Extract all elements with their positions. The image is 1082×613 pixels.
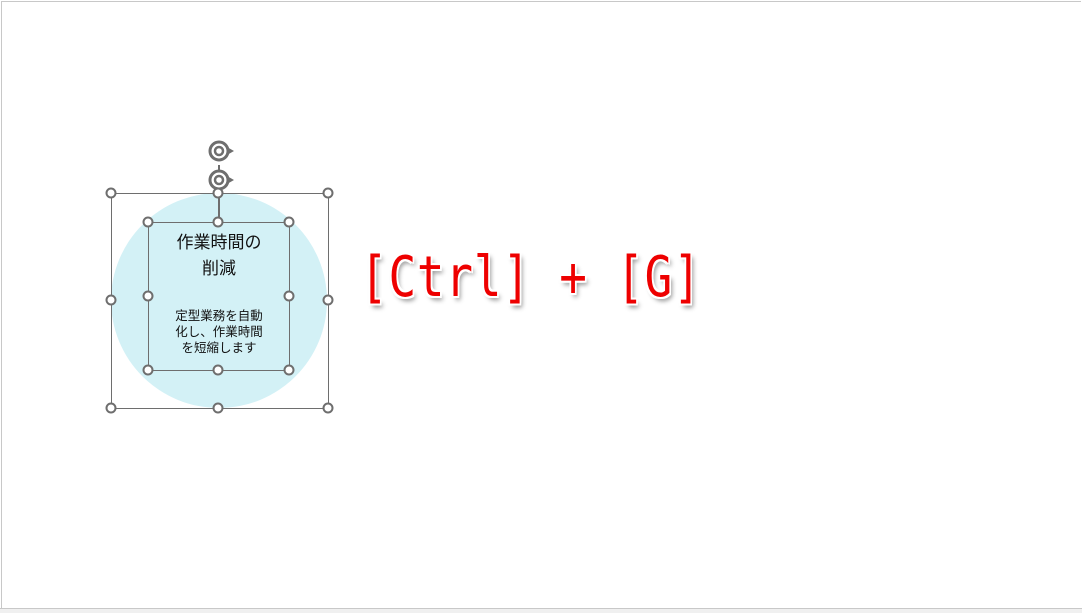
resize-handle-outer-bottom[interactable] [212, 402, 224, 414]
rotate-handle-icon[interactable] [207, 138, 237, 164]
resize-handle-outer-bottom-right[interactable] [322, 402, 334, 414]
shape-body-text[interactable]: 定型業務を自動 化し、作業時間 を短縮します [148, 308, 290, 356]
resize-handle-inner-top[interactable] [212, 216, 224, 228]
shape-body-line: 定型業務を自動 [175, 308, 263, 323]
resize-handle-outer-top-left[interactable] [105, 187, 117, 199]
shape-title[interactable]: 作業時間の 削減 [148, 230, 290, 282]
resize-handle-inner-top-right[interactable] [283, 216, 295, 228]
shortcut-annotation: [Ctrl] + [G] [360, 245, 702, 310]
shape-title-line: 削減 [202, 259, 236, 279]
resize-handle-inner-right[interactable] [283, 290, 295, 302]
rotate-handle-icon[interactable] [207, 167, 237, 193]
resize-handle-outer-right[interactable] [322, 294, 334, 306]
resize-handle-outer-left[interactable] [105, 294, 117, 306]
resize-handle-inner-bottom-left[interactable] [142, 364, 154, 376]
resize-handle-inner-top-left[interactable] [142, 216, 154, 228]
shape-body-line: を短縮します [181, 340, 257, 355]
resize-handle-inner-bottom[interactable] [212, 364, 224, 376]
window-bottom-edge [0, 608, 1082, 613]
resize-handle-outer-bottom-left[interactable] [105, 402, 117, 414]
shape-title-line: 作業時間の [176, 233, 262, 253]
resize-handle-inner-left[interactable] [142, 290, 154, 302]
shape-body-line: 化し、作業時間 [175, 324, 263, 339]
resize-handle-outer-top-right[interactable] [322, 187, 334, 199]
rotation-connector-inner [218, 193, 220, 222]
resize-handle-outer-top[interactable] [212, 187, 224, 199]
resize-handle-inner-bottom-right[interactable] [283, 364, 295, 376]
